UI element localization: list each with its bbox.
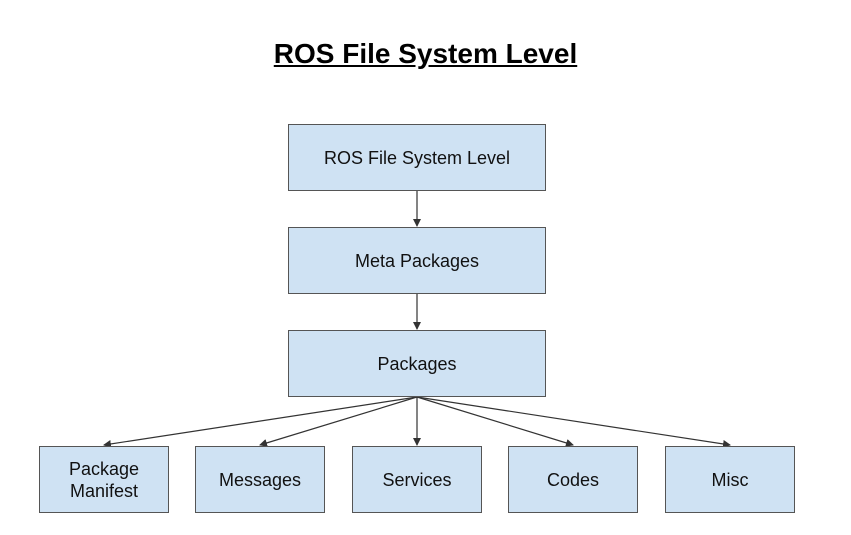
node-messages: Messages (195, 446, 325, 513)
node-misc: Misc (665, 446, 795, 513)
node-packages: Packages (288, 330, 546, 397)
node-services: Services (352, 446, 482, 513)
edge-packages-to-codes (416, 396, 574, 447)
edge-packages-to-messages (259, 396, 418, 447)
diagram-title: ROS File System Level (273, 38, 578, 69)
node-codes: Codes (508, 446, 638, 513)
edge-packages-to-misc (416, 396, 731, 448)
node-ros-file-system-level: ROS File System Level (288, 124, 546, 191)
node-package-manifest: Package Manifest (39, 446, 169, 513)
node-meta-packages: Meta Packages (288, 227, 546, 294)
edge-packages-to-manifest (103, 396, 418, 448)
